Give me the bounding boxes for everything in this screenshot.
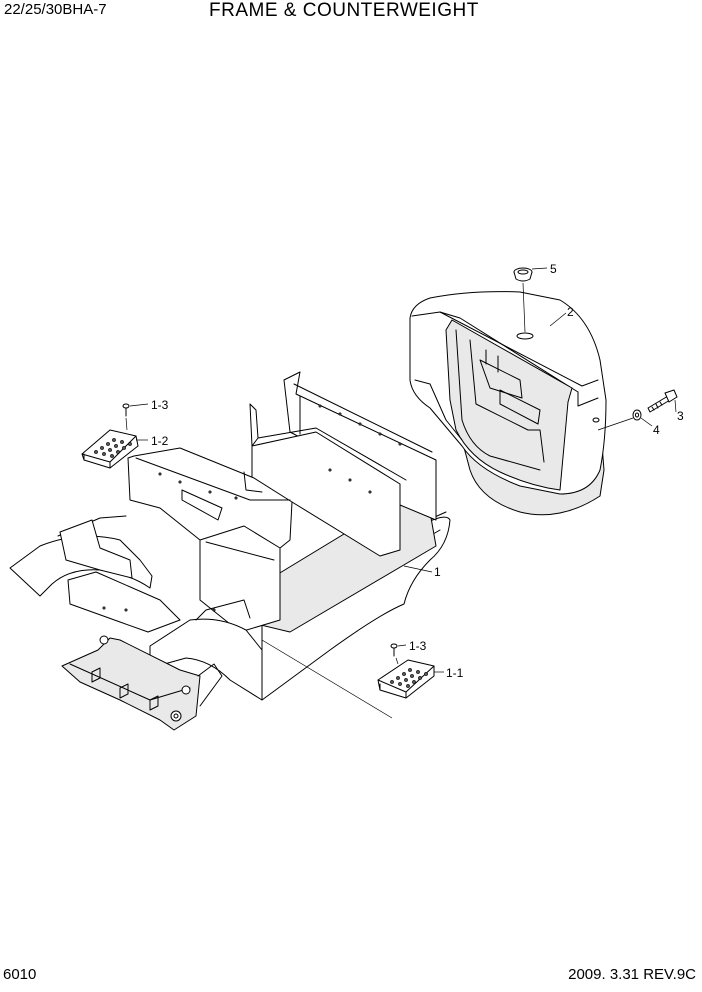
callout-plug: 5 bbox=[550, 262, 557, 276]
washer[interactable] bbox=[632, 409, 642, 421]
bolt[interactable] bbox=[647, 389, 678, 413]
step-plate-left[interactable] bbox=[81, 429, 139, 469]
callout-step-left: 1-2 bbox=[151, 434, 169, 448]
frame[interactable] bbox=[9, 371, 451, 731]
callout-screw-left: 1-3 bbox=[151, 398, 169, 412]
plug[interactable] bbox=[513, 267, 533, 282]
callout-screw-right: 1-3 bbox=[409, 639, 427, 653]
callout-washer: 4 bbox=[653, 423, 660, 437]
callout-bolt: 3 bbox=[677, 409, 684, 423]
screw-right[interactable] bbox=[390, 643, 398, 657]
step-plate-right-holes bbox=[390, 668, 428, 688]
page-number: 6010 bbox=[3, 966, 37, 983]
date-revision: 2009. 3.31 REV.9C bbox=[568, 966, 696, 983]
screw-left[interactable] bbox=[122, 403, 130, 417]
step-plate-right[interactable] bbox=[377, 659, 435, 699]
model-number: 22/25/30BHA-7 bbox=[4, 1, 107, 18]
counterweight[interactable] bbox=[409, 291, 607, 516]
callout-step-right: 1-1 bbox=[446, 666, 464, 680]
frame-holes bbox=[102, 404, 402, 612]
callout-counterweight: 2 bbox=[567, 305, 574, 319]
page-title: FRAME & COUNTERWEIGHT bbox=[209, 0, 479, 21]
step-plate-left-holes bbox=[94, 438, 132, 458]
callout-frame: 1 bbox=[434, 565, 441, 579]
